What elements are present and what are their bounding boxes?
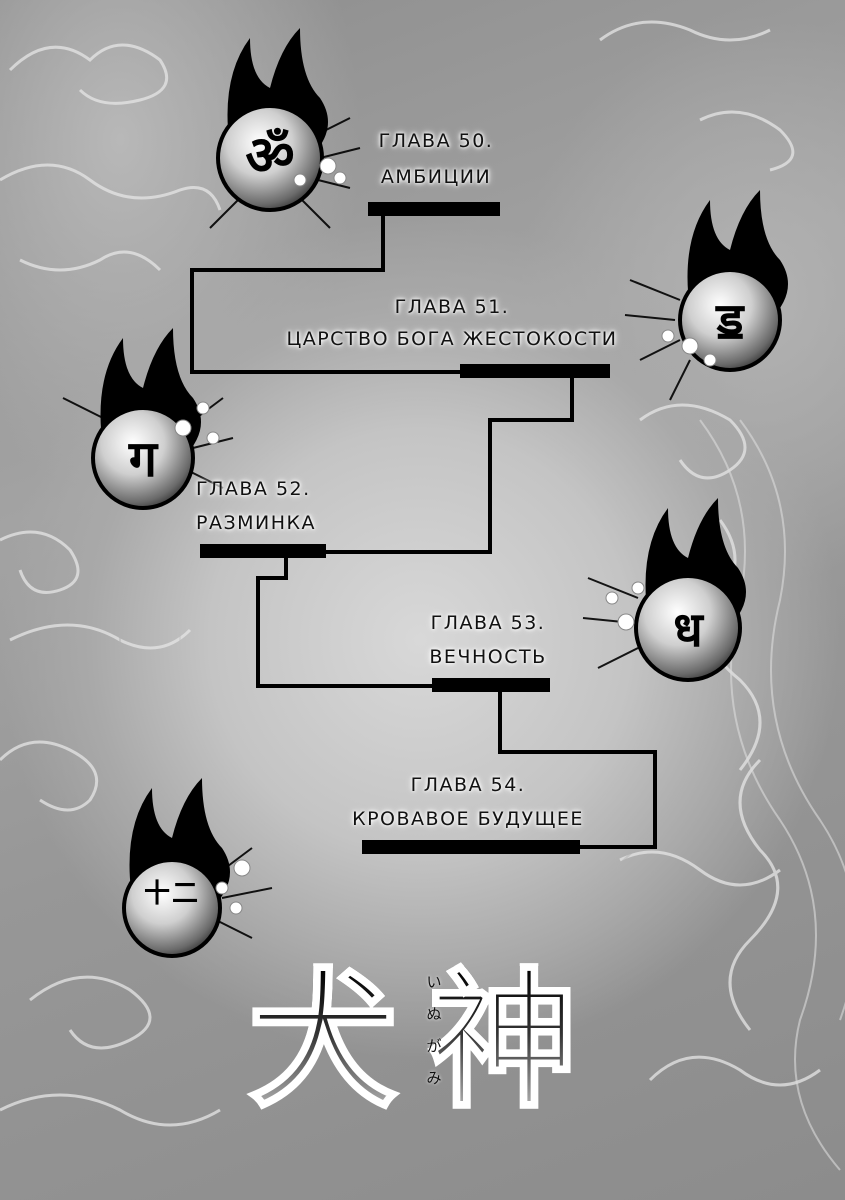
orb-kanji-label: 十二 [143,879,200,909]
chapter-53-number: ГЛАВА 53. [430,612,546,634]
chapter-bar [460,364,610,378]
svg-text:ध: ध [673,602,704,658]
chapter-bar [362,840,580,854]
inugami-logo: 犬神 [246,953,609,1129]
svg-text:ग: ग [128,429,159,488]
chapter-bars [200,202,610,854]
chapter-50-number: ГЛАВА 50. [378,130,494,152]
chapter-50-title: АМБИЦИИ [380,166,492,188]
chapter-51-number: ГЛАВА 51. [394,296,510,318]
logo-furigana: いぬがみ [426,973,442,1087]
chapter-bar [200,544,326,558]
sanskrit-glyph-orb-icon: ॾ [624,190,788,401]
chapter-53-title: ВЕЧНОСТЬ [429,646,547,668]
svg-text:ॐ: ॐ [245,123,294,187]
chapter-51-title: ЦАРСТВО БОГА ЖЕСТОКОСТИ [286,328,618,350]
chapter-bar [368,202,500,216]
sanskrit-glyph-orb-icon: ॐ [209,28,361,229]
kanji-twelve-orb-icon [122,778,273,958]
chapter-52-number: ГЛАВА 52. [196,478,311,500]
svg-text:ॾ: ॾ [714,291,745,350]
chapter-52-title: РАЗМИНКА [196,512,317,534]
chapter-connector-lines [190,210,657,849]
chapter-bar [432,678,550,692]
sanskrit-glyph-orb-icon: ग [62,328,234,510]
dragon-silhouette [699,419,845,1171]
sanskrit-glyph-orb-icon: ध [582,498,746,682]
chapter-54-title: КРОВАВОЕ БУДУЩЕЕ [352,808,584,830]
chapter-54-number: ГЛАВА 54. [410,774,526,796]
